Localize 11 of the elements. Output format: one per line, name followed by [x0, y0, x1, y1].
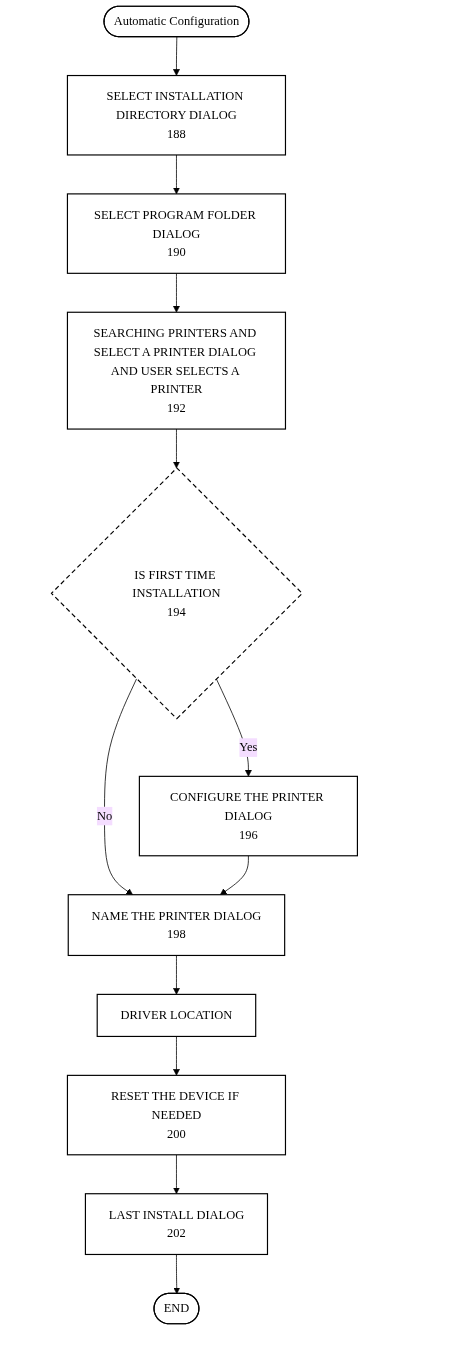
node-box: CONFIGURE THE PRINTER DIALOG 196	[138, 775, 358, 857]
node-box: DRIVER LOCATION	[96, 993, 257, 1037]
edge-label: Yes	[239, 740, 258, 754]
node-box: LAST INSTALL DIALOG 202	[84, 1193, 269, 1256]
node-box: SELECT INSTALLATION DIRECTORY DIALOG 188	[66, 74, 287, 156]
node-diamond: IS FIRST TIME INSTALLATION 194	[50, 467, 304, 720]
node-box: SEARCHING PRINTERS AND SELECT A PRINTER DIALOG AND USER SELECTS A PRINTER 192	[66, 311, 287, 430]
node-box: SELECT PROGRAM FOLDER DIALOG 190	[66, 193, 287, 274]
node-box: RESET THE DEVICE IF NEEDED 200	[66, 1074, 287, 1156]
node-box: NAME THE PRINTER DIALOG 198	[67, 894, 286, 957]
edge-label: No	[96, 809, 113, 823]
